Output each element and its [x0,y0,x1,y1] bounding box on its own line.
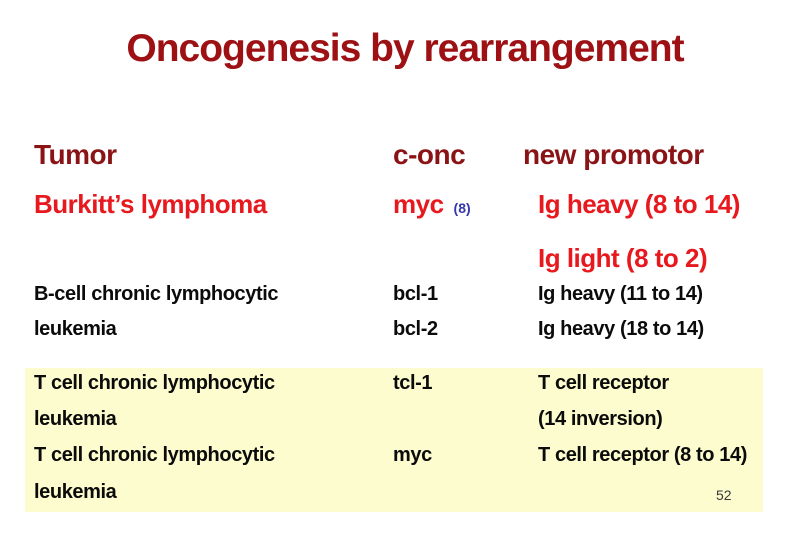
tumor-name: leukemia [34,408,117,430]
tumor-name: B-cell chronic lymphocytic [34,283,279,305]
tumor-name: Burkitt’s lymphoma [34,189,267,219]
chromosome-number: (8) [453,200,471,216]
slide-page-number: 52 [716,487,732,503]
promotor-name: Ig heavy (11 to 14) [538,283,703,305]
oncogene-cell: myc (8) [393,189,471,220]
column-header-new-promotor: new promotor [523,139,704,170]
oncogene-name: myc [393,444,432,466]
promotor-name: T cell receptor (8 to 14) [538,444,747,466]
promotor-name: Ig light (8 to 2) [538,243,708,273]
tumor-name: leukemia [34,481,117,503]
tumor-name: T cell chronic lymphocytic [34,444,275,466]
oncogene-name: bcl-2 [393,318,438,340]
promotor-name: Ig heavy (18 to 14) [538,318,704,340]
promotor-name: Ig heavy (8 to 14) [538,189,740,219]
oncogene-name: tcl-1 [393,372,433,394]
column-header-c-onc: c-onc [393,139,466,170]
promotor-name: T cell receptor [538,372,669,394]
promotor-name: (14 inversion) [538,408,663,430]
oncogene-name: myc [393,189,444,219]
highlight-panel [25,368,763,512]
column-header-tumor: Tumor [34,139,117,170]
slide-title: Oncogenesis by rearrangement [126,27,684,70]
tumor-name: leukemia [34,318,117,340]
oncogene-name: bcl-1 [393,283,438,305]
tumor-name: T cell chronic lymphocytic [34,372,275,394]
